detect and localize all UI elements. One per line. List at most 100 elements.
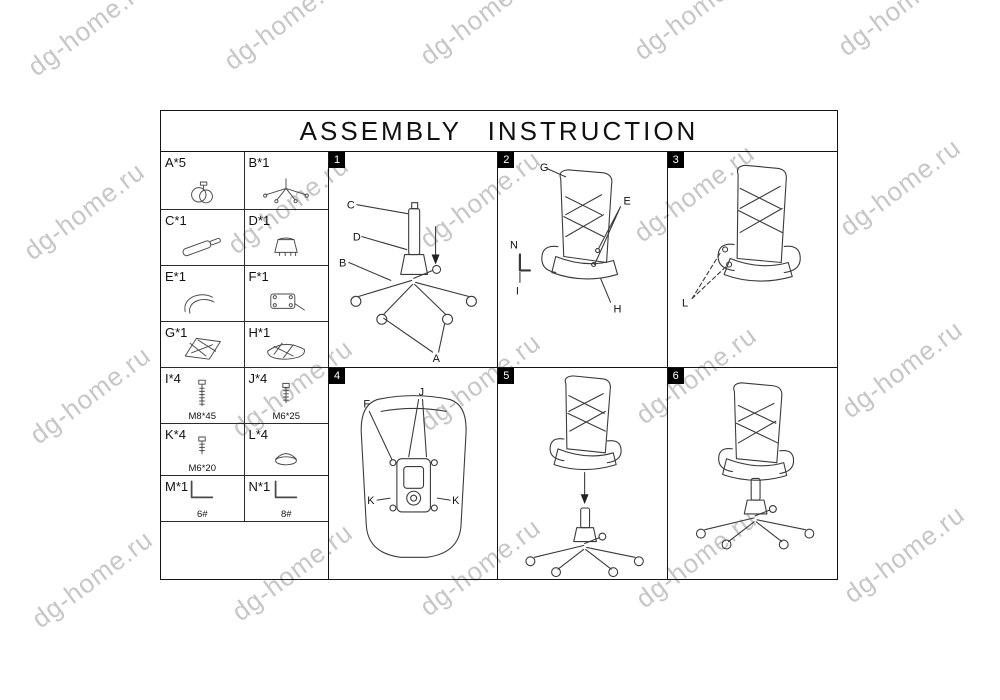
instruction-sheet: ASSEMBLY INSTRUCTION A*5 B*1 C*1 bbox=[160, 110, 838, 580]
part-cell-l: L*4 bbox=[244, 424, 328, 476]
step-number: 3 bbox=[667, 152, 684, 168]
page-title: ASSEMBLY INSTRUCTION bbox=[161, 111, 837, 152]
bolt-m6-25-icon bbox=[282, 382, 290, 404]
part-label: J*4 bbox=[248, 371, 268, 386]
collar-ring-icon bbox=[274, 237, 298, 257]
part-cell-d: D*1 bbox=[244, 210, 328, 266]
callout-letter: J bbox=[419, 387, 424, 399]
step-panel-2: 2 G E N bbox=[498, 152, 668, 368]
step-number: 2 bbox=[498, 152, 515, 168]
watermark-text: dg-home.ru bbox=[832, 0, 965, 62]
watermark-text: dg-home.ru bbox=[628, 0, 761, 66]
part-size-label: M6*25 bbox=[272, 411, 300, 422]
armrest-tubes-icon bbox=[184, 294, 215, 314]
watermark-text: dg-home.ru bbox=[22, 0, 155, 82]
gas-lift-base-drawing bbox=[348, 202, 477, 353]
part-label: M*1 bbox=[165, 479, 189, 494]
tilt-mechanism-icon bbox=[270, 293, 306, 311]
part-label: D*1 bbox=[248, 213, 271, 228]
part-cell-h: H*1 bbox=[244, 322, 328, 368]
callout-letter: L bbox=[682, 298, 688, 310]
part-cell-e: E*1 bbox=[161, 266, 245, 322]
callout-letter: F bbox=[363, 398, 370, 410]
part-label: E*1 bbox=[165, 269, 186, 284]
callout-letter: B bbox=[339, 257, 346, 269]
part-label: A*5 bbox=[165, 155, 186, 170]
bolt-m8-icon bbox=[198, 379, 206, 407]
backrest-cushion-icon bbox=[184, 337, 222, 360]
step-panel-1: 1 bbox=[329, 152, 499, 368]
step-number: 5 bbox=[498, 368, 515, 384]
part-label: L*4 bbox=[248, 427, 269, 442]
chair-upper-drawing bbox=[519, 168, 622, 303]
part-label: K*4 bbox=[165, 427, 186, 442]
parts-table-empty-area bbox=[161, 522, 328, 579]
part-cell-g: G*1 bbox=[161, 322, 245, 368]
allen-key-6-icon bbox=[190, 480, 214, 499]
caster-wheel-icon bbox=[191, 181, 214, 204]
callout-letter: N bbox=[510, 240, 518, 252]
callout-letter: C bbox=[347, 200, 355, 212]
callout-letter: K bbox=[452, 495, 460, 507]
watermark-text: dg-home.ru bbox=[836, 313, 969, 424]
part-label: C*1 bbox=[165, 213, 187, 228]
step-number: 6 bbox=[667, 368, 684, 384]
gas-lift-icon bbox=[182, 237, 222, 257]
watermark-text: dg-home.ru bbox=[24, 339, 157, 450]
step2-armrest-assembly-drawing: G E N I H bbox=[510, 162, 631, 315]
seat-underside-drawing bbox=[360, 395, 467, 558]
step-panel-5: 5 bbox=[498, 368, 668, 579]
callout-letter: A bbox=[433, 353, 441, 365]
allen-key-drawing bbox=[519, 253, 532, 272]
part-cell-b: B*1 bbox=[244, 152, 328, 210]
callout-letter: K bbox=[367, 495, 375, 507]
callout-letter: G bbox=[540, 162, 549, 174]
parts-table: A*5 B*1 C*1 bbox=[161, 152, 329, 579]
watermark-text: dg-home.ru bbox=[218, 0, 351, 76]
part-size-label: 8# bbox=[280, 509, 292, 520]
allen-key-8-icon bbox=[274, 480, 298, 499]
callout-letter: H bbox=[614, 303, 622, 315]
seat-cushion-icon bbox=[267, 342, 306, 360]
part-label: F*1 bbox=[248, 269, 269, 284]
step-panel-4: 4 F J bbox=[329, 368, 499, 579]
part-size-label: M6*20 bbox=[188, 463, 216, 474]
star-base-icon bbox=[263, 178, 310, 204]
finished-chair-drawing bbox=[695, 382, 814, 550]
part-label: H*1 bbox=[248, 325, 271, 340]
watermark-text: dg-home.ru bbox=[838, 498, 971, 609]
watermark-text: dg-home.ru bbox=[414, 0, 547, 71]
part-size-label: M8*45 bbox=[188, 411, 216, 422]
part-label: I*4 bbox=[165, 371, 181, 386]
callout-letter: I bbox=[516, 285, 519, 297]
steps-grid: 1 bbox=[329, 152, 837, 579]
part-cell-m: M*1 6# bbox=[161, 476, 245, 522]
step5-seat-to-base-drawing bbox=[525, 375, 645, 578]
watermark-text: dg-home.ru bbox=[834, 131, 967, 242]
chair-upper-drawing bbox=[691, 164, 801, 300]
part-cell-k: K*4 M6*20 bbox=[161, 424, 245, 476]
step-number: 4 bbox=[329, 368, 345, 384]
watermark-text: dg-home.ru bbox=[18, 155, 151, 266]
down-arrow-icon bbox=[581, 494, 589, 505]
step-panel-6: 6 bbox=[667, 368, 837, 579]
part-cell-c: C*1 bbox=[161, 210, 245, 266]
part-cell-i: I*4 M8*45 bbox=[161, 368, 245, 424]
sheet-content: A*5 B*1 C*1 bbox=[161, 152, 837, 579]
part-label: N*1 bbox=[248, 479, 271, 494]
callout-letter: E bbox=[624, 196, 631, 208]
part-cell-f: F*1 bbox=[244, 266, 328, 322]
step1-base-assembly-drawing: C D B A bbox=[339, 200, 477, 365]
step6-finished-chair-drawing bbox=[695, 382, 814, 550]
step-number: 1 bbox=[329, 152, 345, 168]
part-label: B*1 bbox=[248, 155, 270, 170]
part-cell-j: J*4 M6*25 bbox=[244, 368, 328, 424]
watermark-text: dg-home.ru bbox=[26, 523, 159, 634]
cap-plug-icon bbox=[275, 453, 298, 466]
part-size-label: 6# bbox=[196, 509, 208, 520]
part-cell-a: A*5 bbox=[161, 152, 245, 210]
bolt-m6-20-icon bbox=[198, 436, 206, 455]
step4-seat-underside-drawing: F J K K bbox=[360, 387, 467, 558]
step-panel-3: 3 L bbox=[667, 152, 837, 368]
chair-and-base-drawing bbox=[525, 375, 645, 578]
